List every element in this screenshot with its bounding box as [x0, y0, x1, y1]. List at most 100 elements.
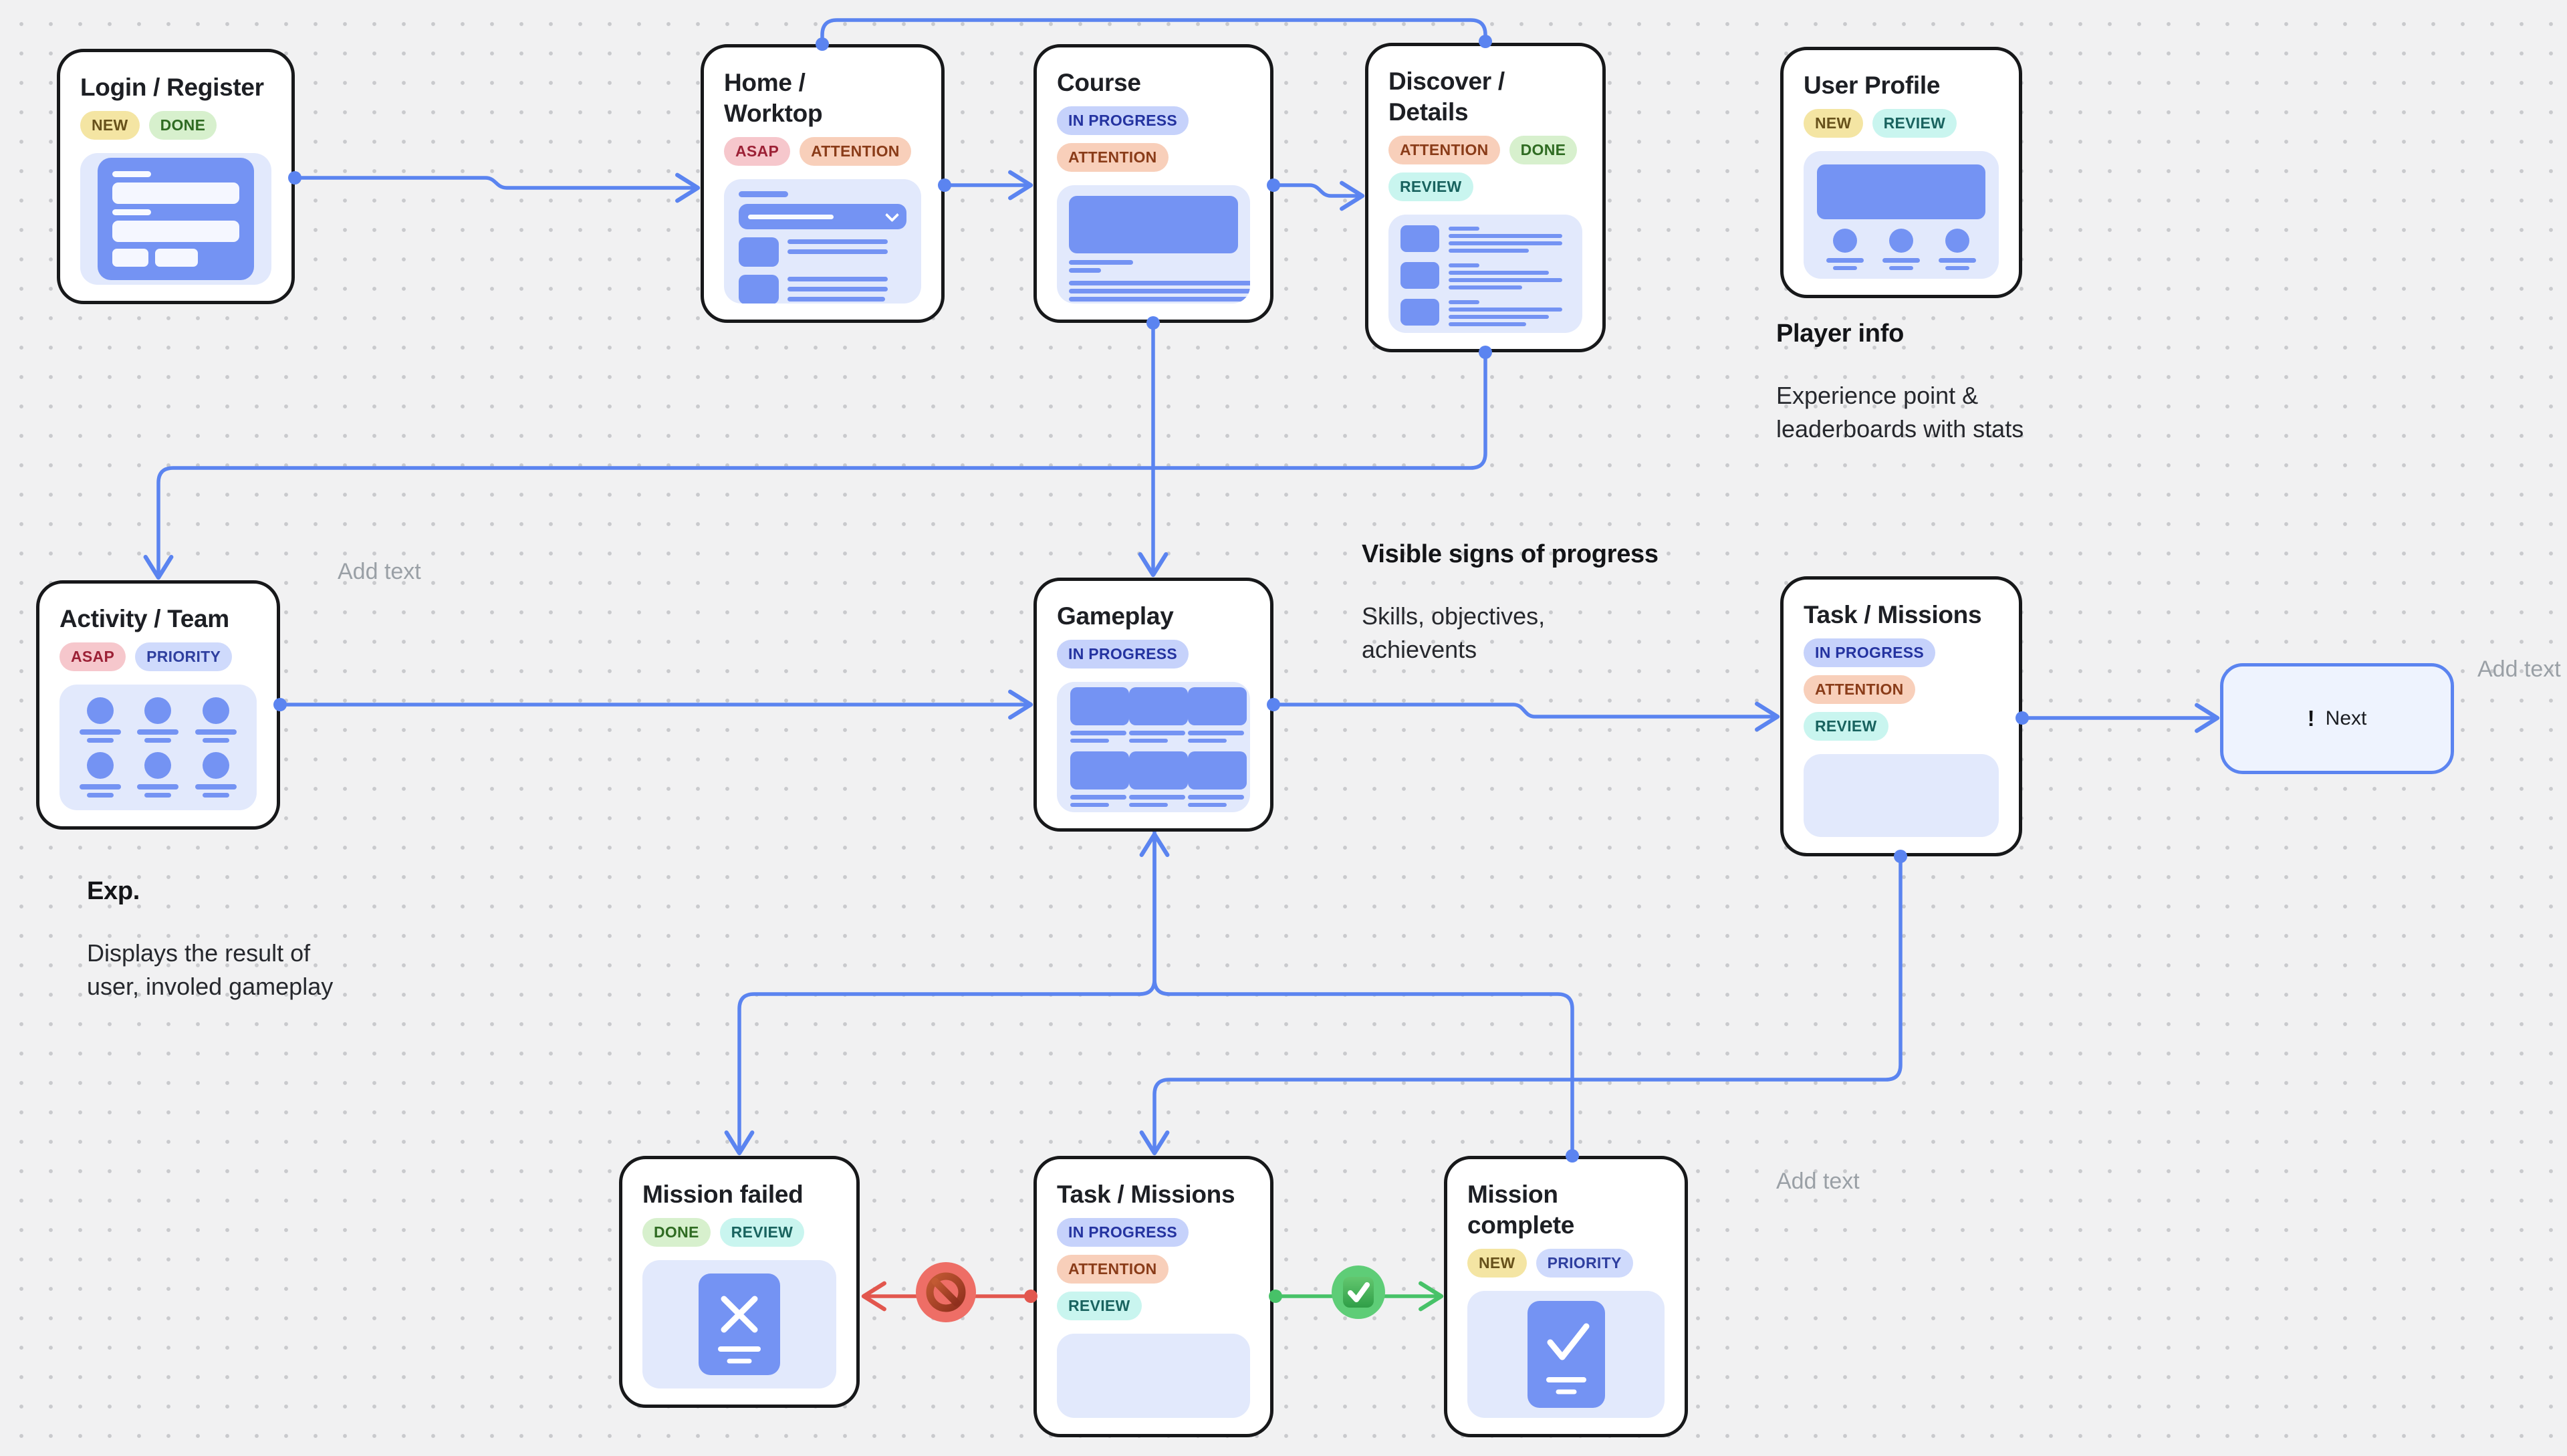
wireframe-line: [787, 297, 885, 301]
card-title: Gameplay: [1057, 602, 1174, 630]
tag-attention[interactable]: ATTENTION: [1388, 136, 1500, 164]
connector-course-to-discover[interactable]: [1273, 180, 1365, 211]
tag-new[interactable]: NEW: [1804, 109, 1863, 138]
tag-review[interactable]: REVIEW: [719, 1218, 805, 1247]
detail-wireframe-panel: [1388, 215, 1582, 333]
check-wireframe-panel: [1467, 1291, 1665, 1418]
card-gameplay[interactable]: Gameplay IN PROGRESS: [1033, 578, 1273, 832]
tag-priority[interactable]: PRIORITY: [1536, 1249, 1633, 1278]
wireframe-line: [787, 239, 888, 244]
wireframe-line: [1069, 268, 1101, 273]
card-title: Activity / Team: [59, 605, 229, 632]
tag-row: ASAP ATTENTION: [724, 137, 921, 166]
note-heading: Player info: [1776, 320, 1904, 348]
add-text-placeholder-near-activity[interactable]: Add text: [338, 559, 421, 584]
tag-review[interactable]: REVIEW: [1804, 712, 1888, 741]
card-title: Course: [1057, 69, 1141, 96]
avatar: [1939, 229, 1976, 270]
connector-discover-loop-to-home[interactable]: [820, 18, 1487, 44]
card-title: Home / Worktop: [724, 69, 823, 127]
connector-login-to-home[interactable]: [295, 172, 701, 203]
tag-done[interactable]: DONE: [642, 1218, 711, 1247]
avatar: [1826, 229, 1864, 270]
empty-wireframe-panel: [1804, 754, 1999, 837]
tag-row: DONE REVIEW: [642, 1218, 836, 1247]
form-wireframe-panel: [80, 153, 271, 285]
card-thumbnail: [1070, 687, 1129, 743]
tag-attention[interactable]: ATTENTION: [800, 137, 911, 166]
fail-wireframe-panel: [642, 1260, 836, 1388]
tag-done[interactable]: DONE: [148, 111, 217, 140]
tag-in-progress[interactable]: IN PROGRESS: [1057, 640, 1189, 669]
tag-review[interactable]: REVIEW: [1057, 1292, 1142, 1320]
wireframe-line: [1449, 271, 1549, 275]
next-node[interactable]: ! Next: [2220, 663, 2454, 774]
connector-gameplay-to-failed[interactable]: [724, 832, 1156, 1156]
cards-wireframe-panel: [1057, 682, 1250, 812]
tag-new[interactable]: NEW: [1467, 1249, 1527, 1278]
next-node-label: Next: [2325, 707, 2367, 729]
tag-priority[interactable]: PRIORITY: [135, 642, 233, 671]
tag-in-progress[interactable]: IN PROGRESS: [1804, 638, 1936, 667]
wireframe-line: [1449, 234, 1562, 238]
tag-review[interactable]: REVIEW: [1872, 109, 1957, 138]
connector-discover-to-activity[interactable]: [143, 352, 1487, 580]
add-text-placeholder-near-bottom-row[interactable]: Add text: [1776, 1169, 1860, 1194]
connector-task-to-task2[interactable]: [1139, 856, 1903, 1156]
tag-attention[interactable]: ATTENTION: [1057, 1255, 1169, 1284]
card-course[interactable]: Course IN PROGRESS ATTENTION: [1033, 44, 1273, 323]
tag-row: IN PROGRESS ATTENTION REVIEW: [1057, 1218, 1250, 1320]
tag-done[interactable]: DONE: [1509, 136, 1578, 164]
tag-row: NEW REVIEW: [1804, 109, 1999, 138]
card-thumbnail: [1188, 751, 1247, 807]
wireframe-line: [1449, 241, 1562, 245]
note-visible-progress: Visible signs of progress Skills, object…: [1362, 540, 1659, 666]
tag-attention[interactable]: ATTENTION: [1804, 675, 1915, 704]
tag-asap[interactable]: ASAP: [724, 137, 791, 166]
note-body: Displays the result of user, involed gam…: [87, 939, 334, 1000]
check-mark-icon[interactable]: [1332, 1265, 1385, 1319]
wireframe-line: [787, 249, 888, 254]
add-text-placeholder-near-next[interactable]: Add text: [2477, 656, 2561, 682]
card-activity-team[interactable]: Activity / Team ASAP PRIORITY: [36, 580, 280, 830]
tag-row: IN PROGRESS ATTENTION REVIEW: [1804, 638, 1999, 741]
failed-x-icon: [699, 1273, 780, 1375]
card-home[interactable]: Home / Worktop ASAP ATTENTION: [701, 44, 945, 323]
tag-in-progress[interactable]: IN PROGRESS: [1057, 106, 1189, 135]
wireframe-line: [787, 287, 888, 291]
wireframe-line: [1069, 281, 1250, 285]
hero-image-icon: [1069, 196, 1238, 253]
tag-asap[interactable]: ASAP: [59, 642, 126, 671]
list-wireframe-panel: [724, 179, 921, 304]
wireframe-line: [1449, 308, 1562, 312]
tag-review[interactable]: REVIEW: [1388, 172, 1473, 201]
note-body: Experience point & leaderboards with sta…: [1776, 382, 2024, 443]
tag-in-progress[interactable]: IN PROGRESS: [1057, 1218, 1189, 1247]
complete-check-icon: [1527, 1301, 1605, 1408]
tag-new[interactable]: NEW: [80, 111, 140, 140]
empty-wireframe-panel: [1057, 1334, 1250, 1418]
search-bar-icon: [739, 204, 906, 229]
wireframe-line: [787, 277, 888, 281]
tag-row: IN PROGRESS ATTENTION: [1057, 106, 1250, 172]
connector-complete-to-gameplay[interactable]: [1139, 832, 1574, 1156]
no-entry-icon[interactable]: [916, 1262, 976, 1322]
tag-row: NEW PRIORITY: [1467, 1249, 1665, 1278]
chevron-down-icon: [884, 207, 900, 222]
team-wireframe-panel: [59, 685, 257, 810]
card-title: Mission failed: [642, 1181, 804, 1208]
connector-gameplay-to-task[interactable]: [1273, 701, 1780, 732]
card-mission-failed[interactable]: Mission failed DONE REVIEW: [619, 1156, 860, 1408]
tag-row: ASAP PRIORITY: [59, 642, 257, 671]
wireframe-line: [1449, 285, 1522, 289]
form-icon: [98, 158, 254, 280]
tag-attention[interactable]: ATTENTION: [1057, 143, 1169, 172]
